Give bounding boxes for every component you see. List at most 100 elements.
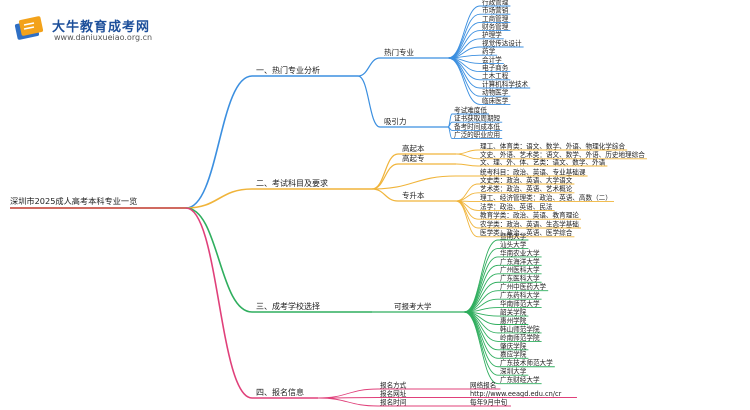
connector-line <box>371 153 399 190</box>
leaf-item: 临床医学 <box>482 96 509 105</box>
leaf-item: 广东技术师范大学 <box>500 358 553 367</box>
leaf-item: 广东药科大学 <box>500 291 540 300</box>
connector-line <box>463 311 499 342</box>
branch-topic-1: 一、热门专业分析 <box>256 65 320 75</box>
connector-line <box>463 248 499 313</box>
connector-line <box>371 188 399 202</box>
leaf-item: 法学：政治、英语、民法 <box>480 202 553 211</box>
leaf-item: 行政管理 <box>482 0 509 6</box>
brand-url: www.daniuxueiao.org.cn <box>54 33 153 42</box>
leaf-item: 广州中医药大学 <box>500 282 547 291</box>
leaf-item: 工商管理 <box>482 14 509 23</box>
leaf-item: 广州医科大学 <box>500 265 540 274</box>
connector-line <box>185 75 253 209</box>
leaf-item: 韶关学院 <box>500 307 527 316</box>
branch-topic-2: 二、考试科目及要求 <box>256 178 328 188</box>
root-topic: 深圳市2025成人高考本科专业一览 <box>10 196 137 206</box>
connector-line <box>185 207 253 313</box>
connector-line <box>463 256 499 313</box>
leaf-item: 惠州学院 <box>500 316 527 325</box>
leaf-item: 汕头大学 <box>500 240 527 249</box>
leaf-item: 文史类：政治、英语、大学语文 <box>480 175 573 184</box>
leaf-item: 理工、体育类：语文、数学、外语、物理化学综合 <box>480 141 625 150</box>
info-value: 每年9月中旬 <box>470 397 508 406</box>
subtopic-2-2: 高起专 <box>402 153 425 163</box>
brand-title: 大牛教育成考网 <box>52 20 151 35</box>
connector-line <box>463 311 499 376</box>
leaf-item: 华南农业大学 <box>500 248 540 257</box>
connector-line <box>455 200 479 238</box>
connector-line <box>447 57 481 89</box>
leaf-item: 电子商务 <box>482 63 509 72</box>
connector-line <box>455 149 479 155</box>
leaf-item: 岭南师范学院 <box>500 333 540 342</box>
subtopic-3-1: 可报考大学 <box>394 301 432 311</box>
leaf-item: 教育学类：政治、英语、教育理论 <box>480 211 579 220</box>
connector-line <box>455 183 479 202</box>
leaf-item: 暨南大学 <box>500 231 527 240</box>
connector-line <box>317 397 379 407</box>
branch-topic-4: 四、报名信息 <box>256 387 304 397</box>
leaf-item: 农学类：政治、英语、生态学基础 <box>480 219 579 228</box>
leaf-item: 药学 <box>482 47 496 56</box>
info-key: 报名方式 <box>380 380 407 389</box>
leaf-item: 证书获取周期短 <box>454 114 501 123</box>
connector-line <box>463 264 499 313</box>
subtopic-1-2: 吸引力 <box>384 116 407 126</box>
connector-line <box>447 57 481 105</box>
leaf-item: 理工、经济管理类：政治、英语、高数（二） <box>480 193 612 202</box>
connector-line <box>185 188 253 209</box>
leaf-item: 广泛的职业应用 <box>454 130 500 139</box>
leaf-item: 计算机科学技术 <box>482 79 529 88</box>
connector-line <box>463 311 499 385</box>
leaf-item: 文史、外语、艺术类：语文、数学、外语、历史地理综合 <box>480 150 645 159</box>
connector-line <box>455 200 479 229</box>
connector-line <box>447 30 481 59</box>
leaf-item: 深圳大学 <box>500 367 527 376</box>
subtopic-2-1: 高起本 <box>402 143 425 153</box>
leaf-item: 广东财经大学 <box>500 375 540 384</box>
connector-line <box>371 175 457 190</box>
info-key: 报名时间 <box>380 397 407 406</box>
leaf-item: 视觉传达设计 <box>482 38 522 47</box>
leaf-item: 统考科目：政治、英语、专业基础课 <box>480 167 586 176</box>
info-key: 报名网址 <box>380 389 407 398</box>
subtopic-2-4: 专升本 <box>402 190 425 200</box>
info-value: 网络报名 <box>470 380 496 389</box>
connector-line <box>317 388 379 399</box>
leaf-item: 广东医科大学 <box>500 274 540 283</box>
connector-line <box>455 192 479 202</box>
leaf-item: 艺术类：政治、英语、艺术概论 <box>480 184 573 193</box>
leaf-item: 考试难度低 <box>454 105 487 114</box>
leaf-item: 备考时间成本低 <box>454 122 501 131</box>
subtopic-1-1: 热门专业 <box>384 47 414 57</box>
connector-line <box>447 13 481 59</box>
leaf-item: 财务管理 <box>482 22 509 31</box>
connector-line <box>447 57 481 97</box>
leaf-item: 华南师范大学 <box>500 299 540 308</box>
connector-line <box>185 207 253 399</box>
connector-line <box>447 126 453 140</box>
info-value: http://www.eeagd.edu.cn/cr <box>470 390 562 398</box>
branch-topic-3: 三、成考学校选择 <box>256 301 320 311</box>
leaf-item: 嘉应学院 <box>500 350 527 359</box>
connector-line <box>455 163 479 167</box>
connector-line <box>463 311 499 359</box>
leaf-item: 会计学 <box>482 55 502 64</box>
leaf-item: 广东海洋大学 <box>500 257 540 266</box>
connector-line <box>357 57 381 77</box>
leaf-item: 动物医学 <box>482 88 509 97</box>
leaf-item: 文、理、外、体、艺类：语文、数学、外语 <box>480 157 606 166</box>
connector-line <box>455 153 479 160</box>
brand-logo <box>12 14 48 42</box>
connector-line <box>463 311 499 368</box>
leaf-item: 医学类：政治、英语、医学综合 <box>480 228 573 237</box>
leaf-item: 韩山师范学院 <box>500 324 540 333</box>
leaf-item: 肇庆学院 <box>500 341 527 350</box>
leaf-item: 市场营销 <box>482 6 509 15</box>
leaf-item: 土木工程 <box>482 71 509 80</box>
connector-line <box>357 75 381 128</box>
leaf-item: 护理学 <box>482 30 502 39</box>
connector-line <box>371 163 399 190</box>
